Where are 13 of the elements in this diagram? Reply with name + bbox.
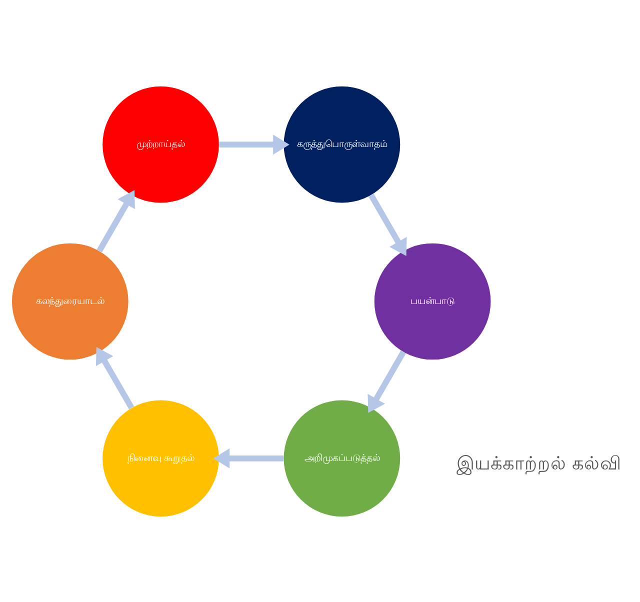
arrow [368,193,407,256]
label: இயக்காற்றல் கல்வி [456,452,622,474]
arrow [96,346,134,409]
node-circle: கருத்துபொருள்வாதம் [284,86,400,202]
node-circle: பயன்பாடு [374,242,491,360]
node-circle: முற்றாய்தல் [102,86,219,202]
node-circle: அறிமுகப்படுத்தல் [284,400,400,516]
node-circle: நினைவு கூறுதல் [102,400,219,516]
arrow [96,190,135,252]
arrow [219,134,290,154]
node-circle: கலந்துரையாடல் [12,242,128,360]
arrow [368,350,406,412]
arrow [213,448,284,468]
